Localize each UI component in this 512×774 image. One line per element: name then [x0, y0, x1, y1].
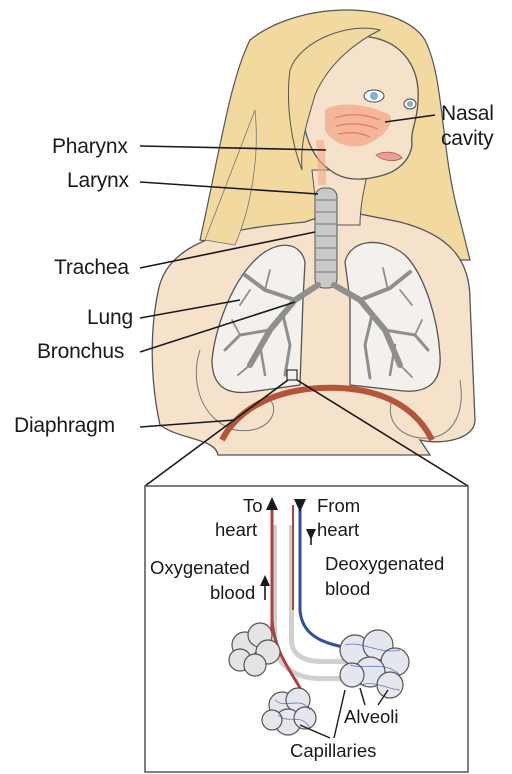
label-pharynx: Pharynx: [52, 135, 128, 158]
label-diaphragm: Diaphragm: [14, 414, 115, 437]
inset-oxygenated-line1: Oxygenated: [150, 557, 250, 578]
inset-deoxygenated-line2: blood: [325, 578, 370, 599]
label-bronchus: Bronchus: [37, 340, 124, 363]
inset-oxygenated-line2: blood: [210, 582, 255, 603]
inset-from-heart-line1: From: [317, 495, 360, 516]
label-lung: Lung: [87, 306, 133, 329]
inset-capillaries: Capillaries: [290, 740, 376, 761]
label-larynx: Larynx: [67, 169, 129, 192]
inset-from-heart-line2: heart: [317, 519, 359, 540]
label-trachea: Trachea: [54, 256, 129, 279]
inset-alveoli: Alveoli: [344, 706, 399, 727]
inset-to-heart-line1: To: [243, 495, 263, 516]
label-nasal-cavity-line1: Nasal: [441, 102, 494, 125]
inset-to-heart-line2: heart: [215, 519, 257, 540]
inset-deoxygenated-line1: Deoxygenated: [325, 553, 444, 574]
trachea: [315, 188, 337, 288]
label-nasal-cavity-line2: cavity: [441, 127, 493, 150]
